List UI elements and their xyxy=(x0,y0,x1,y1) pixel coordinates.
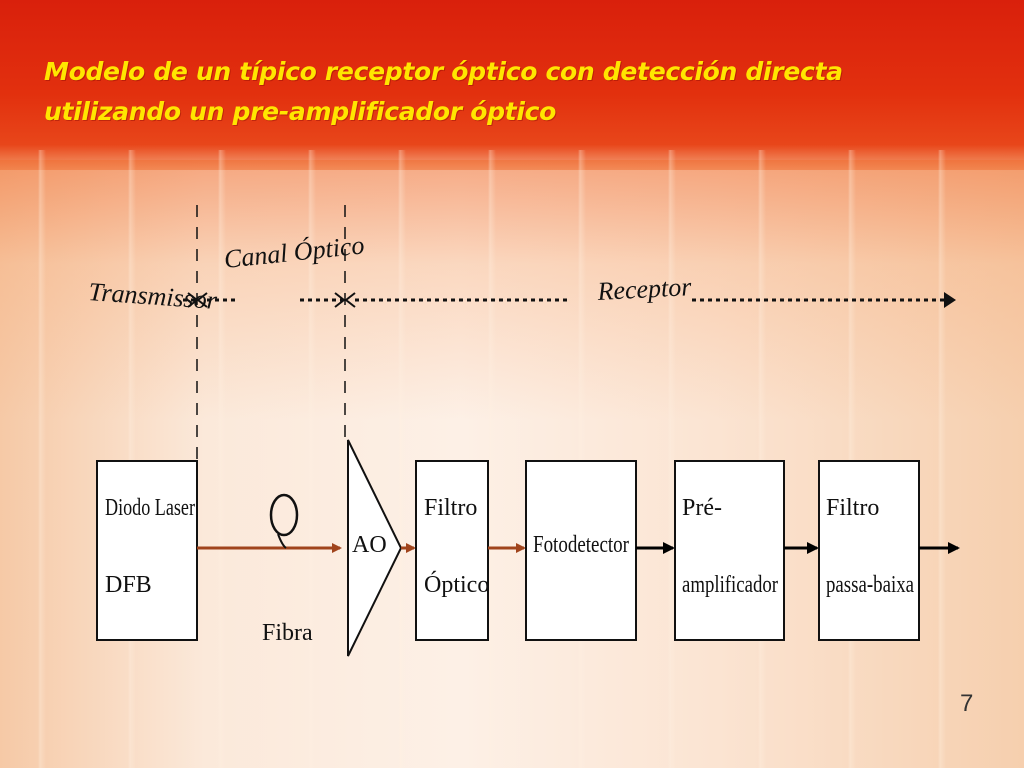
photodetector-block xyxy=(525,460,637,641)
fiber-coil-lead xyxy=(277,533,287,549)
section-label-canal-optico: Canal Óptico xyxy=(223,230,366,274)
page-number: 7 xyxy=(960,690,974,717)
canal-extent-arrow xyxy=(300,292,570,308)
background-texture xyxy=(0,150,1024,768)
laser-diode-label-line-1: Diodo Laser xyxy=(105,495,195,521)
lowpass-filter-label-line-1: Filtro xyxy=(826,495,879,521)
lowpass-filter-block xyxy=(818,460,920,641)
slide-title: Modelo de un típico receptor óptico con … xyxy=(44,52,944,132)
background-orange-fade xyxy=(0,160,1024,420)
optical-filter-label-line-1: Filtro xyxy=(424,495,477,521)
photodetector-label: Fotodetector xyxy=(533,532,629,558)
slide-title-line-2: utilizando un pre-amplificador óptico xyxy=(44,97,556,126)
optical-filter-block xyxy=(415,460,489,641)
laser-diode-label-line-2: DFB xyxy=(105,572,152,598)
lowpass-filter-label-line-2: passa-baixa xyxy=(826,572,914,598)
optical-amplifier-label: AO xyxy=(352,532,387,558)
receptor-extent-arrow xyxy=(692,292,956,308)
background-red-band xyxy=(0,0,1024,170)
fiber-coil-icon xyxy=(269,493,299,537)
section-label-transmissor: Transmissor xyxy=(88,277,219,315)
preamplifier-label-line-1: Pré- xyxy=(682,495,722,521)
slide-title-line-1: Modelo de un típico receptor óptico con … xyxy=(44,57,843,86)
fiber-label: Fibra xyxy=(262,620,313,646)
optical-filter-label-line-2: Óptico xyxy=(424,571,489,598)
section-label-receptor: Receptor xyxy=(596,272,693,306)
preamplifier-label-line-2: amplificador xyxy=(682,572,778,598)
laser-diode-block xyxy=(96,460,198,641)
optical-amplifier-block xyxy=(347,439,403,657)
transmissor-extent-arrow xyxy=(183,292,236,308)
preamplifier-block xyxy=(674,460,785,641)
